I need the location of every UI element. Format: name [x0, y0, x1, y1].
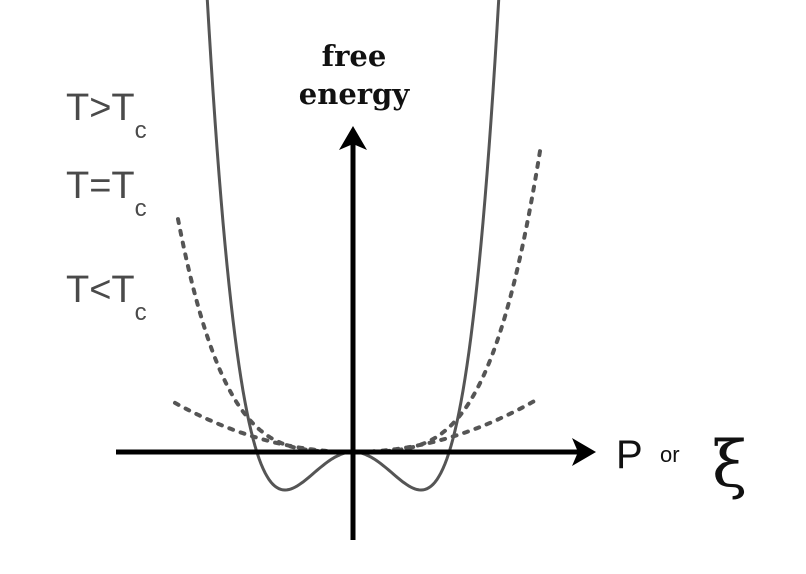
curve-label-below-sub: c — [135, 299, 147, 326]
x-axis-arrowhead — [572, 438, 596, 466]
x-axis-label-p: P — [616, 433, 643, 477]
curve-label-above-sub: c — [135, 117, 147, 144]
y-axis-label-line1: free — [322, 39, 387, 73]
curve-label-below-main: T<T — [66, 269, 135, 311]
curve-label-above-main: T>T — [66, 87, 135, 129]
curve-label-above: T>Tc — [66, 87, 147, 144]
x-axis-label-xi: ξ — [712, 428, 747, 502]
curve-label-critical: T=Tc — [66, 165, 147, 222]
x-axis-label-or: or — [660, 442, 680, 467]
y-axis-label-line2: energy — [299, 77, 411, 111]
curve-above-tc — [173, 397, 539, 454]
curve-label-critical-sub: c — [135, 195, 147, 222]
y-axis-arrowhead — [339, 126, 367, 150]
curve-label-below: T<Tc — [66, 269, 147, 326]
curve-at-tc — [176, 149, 542, 454]
curve-label-critical-main: T=T — [66, 165, 135, 207]
